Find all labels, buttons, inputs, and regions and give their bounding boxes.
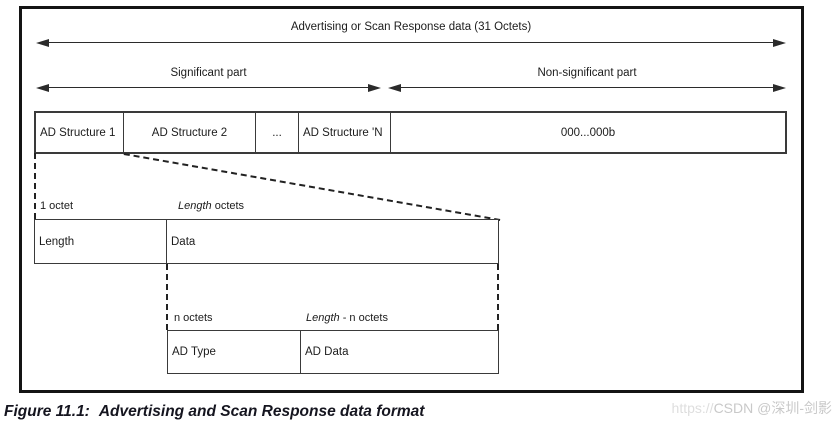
length-octets-italic: Length	[178, 200, 212, 212]
dashed-connector-left	[34, 153, 36, 219]
non-significant-part-label: Non-significant part	[537, 67, 637, 79]
non-significant-left-arrowhead-icon	[388, 83, 401, 92]
ellipsis-cell: ...	[256, 113, 299, 152]
ad-structures-row: AD Structure 1 AD Structure 2 ... AD Str…	[34, 111, 787, 154]
watermark-url-prefix: https://	[671, 400, 714, 416]
watermark-handle: CSDN @深圳-剑影	[713, 400, 832, 416]
total-arrow-left-arrowhead-icon	[36, 38, 49, 47]
data-cell: Data	[171, 235, 196, 248]
length-data-row: Length Data	[34, 219, 499, 264]
csdn-watermark: https://CSDN @深圳-剑影	[672, 399, 832, 417]
total-arrow-line	[47, 42, 775, 43]
significant-arrow-line	[47, 87, 370, 88]
ad-data-cell: AD Data	[305, 346, 349, 358]
length-octets-rest: octets	[211, 200, 245, 212]
non-significant-zeros-cell: 000...000b	[560, 126, 616, 139]
one-octet-label: 1 octet	[40, 200, 74, 212]
figure-number: Figure 11.1:	[4, 403, 90, 420]
diagram-frame	[19, 6, 804, 393]
length-minus-n-italic: Length	[306, 312, 340, 324]
length-cell: Length	[35, 220, 167, 263]
significant-right-arrowhead-icon	[368, 83, 381, 92]
length-minus-n-rest: - n octets	[339, 312, 388, 324]
ad-structure-2-cell: AD Structure 2	[124, 113, 256, 152]
total-arrow-right-arrowhead-icon	[773, 38, 786, 47]
total-arrow-label: Advertising or Scan Response data (31 Oc…	[290, 21, 532, 33]
dashed-connector-data-right	[497, 264, 499, 330]
significant-part-label: Significant part	[170, 67, 247, 79]
significant-left-arrowhead-icon	[36, 83, 49, 92]
dashed-connector-data-left	[166, 264, 168, 330]
non-significant-right-arrowhead-icon	[773, 83, 786, 92]
n-octets-label: n octets	[174, 312, 213, 324]
ad-structure-n-cell: AD Structure 'N	[299, 113, 391, 152]
ad-structure-1-cell: AD Structure 1	[36, 113, 124, 152]
non-significant-arrow-line	[399, 87, 775, 88]
ad-type-data-row: AD Type AD Data	[167, 330, 499, 374]
length-minus-n-octets-label: Length - n octets	[306, 312, 388, 325]
figure-title: Advertising and Scan Response data forma…	[98, 403, 425, 420]
length-octets-label: Length octets	[178, 200, 244, 213]
ad-type-cell: AD Type	[168, 331, 301, 373]
figure-caption: Figure 11.1: Advertising and Scan Respons…	[4, 402, 424, 422]
